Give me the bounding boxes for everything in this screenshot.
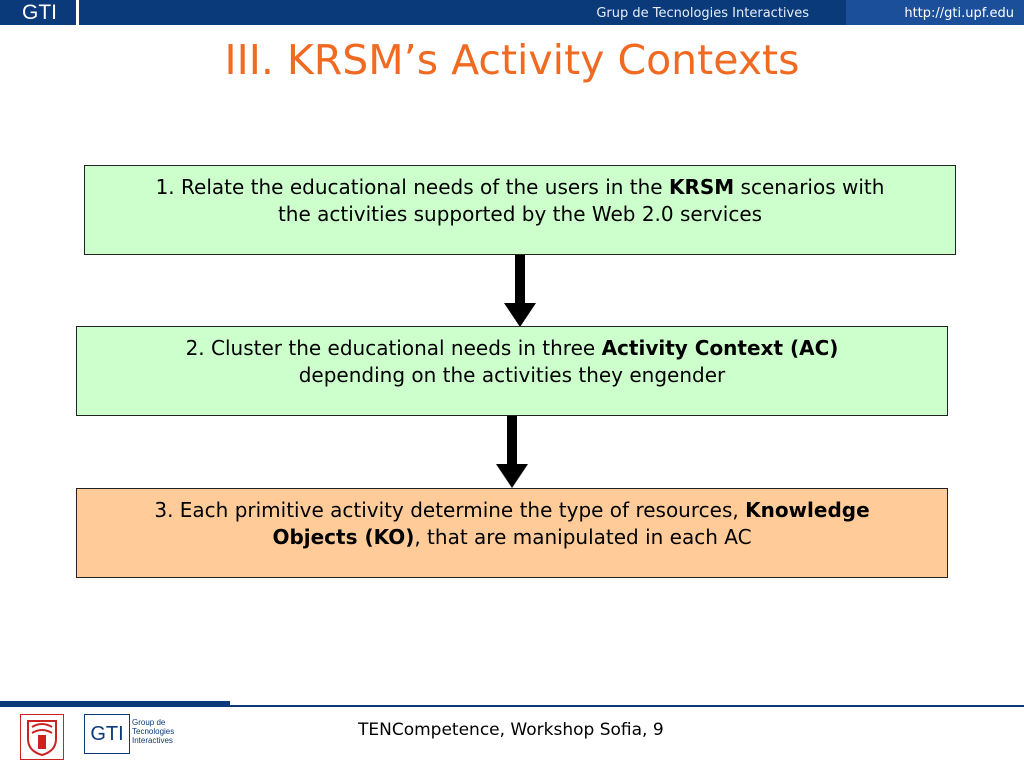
step-2-line-2: depending on the activities they engende… (298, 363, 726, 387)
step-box-1: 1. Relate the educational needs of the u… (84, 165, 956, 255)
step-3-line2-bold: Objects (KO) (272, 525, 415, 549)
header-url[interactable]: http://gti.upf.edu (846, 0, 1024, 25)
header-divider (76, 0, 79, 25)
step-1-text-post: scenarios with (734, 175, 885, 199)
step-3-text-pre: 3. Each primitive activity determine the… (154, 498, 746, 522)
step-1-line-1: 1. Relate the educational needs of the u… (97, 174, 943, 201)
header-org: Grup de Tecnologies Interactives (596, 6, 809, 21)
arrow-down-1 (504, 255, 536, 327)
upf-shield-icon (20, 714, 64, 760)
step-1-line-2: the activities supported by the Web 2.0 … (277, 202, 763, 226)
slide-title: III. KRSM’s Activity Contexts (224, 36, 800, 84)
step-box-3: 3. Each primitive activity determine the… (76, 488, 948, 578)
footer-bar-thin (230, 705, 1024, 707)
header-tag: GTI (0, 0, 76, 25)
step-1-text-pre: 1. Relate the educational needs of the u… (155, 175, 669, 199)
step-3-text-bold: Knowledge (745, 498, 870, 522)
footer-text: TENCompetence, Workshop Sofia, 9 (358, 720, 664, 740)
gti-logo: GTI (84, 714, 130, 754)
step-3-line2-text: , that are manipulated in each AC (414, 525, 752, 549)
footer-bar-thick (0, 701, 230, 707)
gti-logo-subtitle: Group de Tecnologies Interactives (132, 718, 175, 745)
step-1-text-bold: KRSM (668, 175, 735, 199)
step-2-line-1: 2. Cluster the educational needs in thre… (89, 335, 935, 362)
step-2-text-pre: 2. Cluster the educational needs in thre… (185, 336, 602, 360)
step-2-text-bold: Activity Context (AC) (601, 336, 839, 360)
arrow-down-2 (496, 416, 528, 488)
step-3-line-2: Objects (KO), that are manipulated in ea… (89, 524, 935, 551)
step-3-line-1: 3. Each primitive activity determine the… (89, 497, 935, 524)
step-box-2: 2. Cluster the educational needs in thre… (76, 326, 948, 416)
